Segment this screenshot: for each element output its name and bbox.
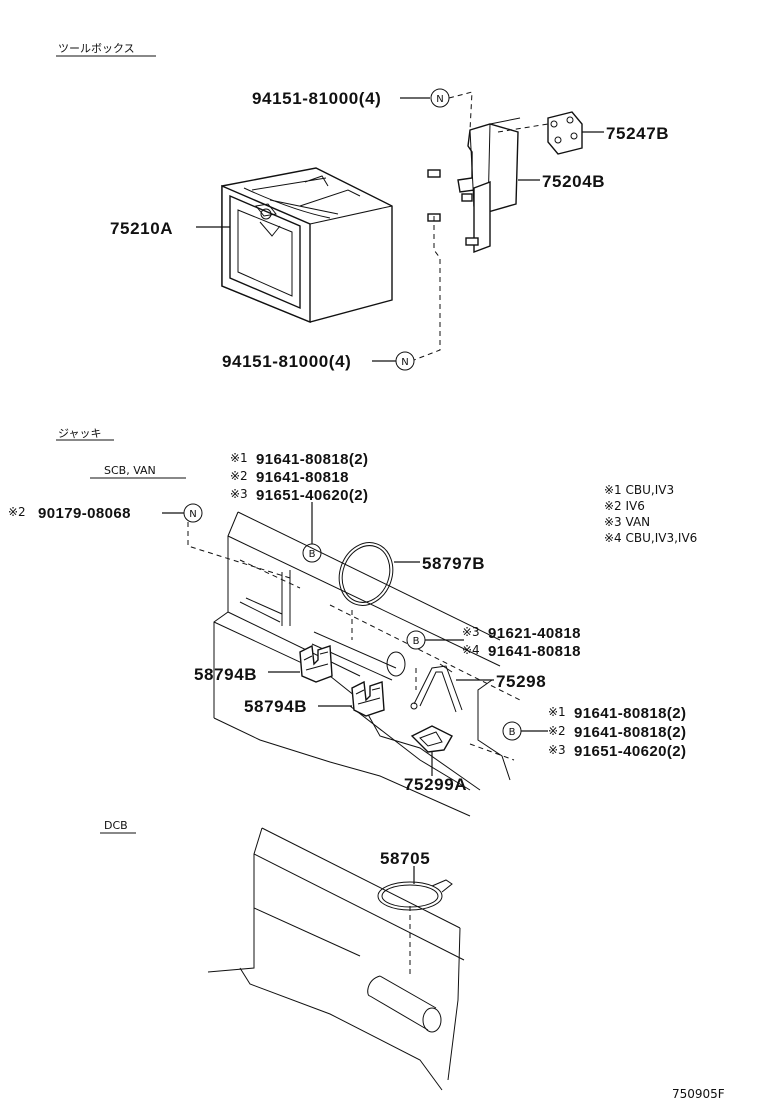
callout-n-top: N xyxy=(430,88,450,108)
svg-text:91641-80818: 91641-80818 xyxy=(256,469,349,486)
svg-text:※2: ※2 xyxy=(230,469,248,483)
label-94151-top: 94151-81000(4) xyxy=(252,89,381,108)
bracket-75298 xyxy=(410,663,463,713)
callout-b-top: B xyxy=(302,543,322,563)
clamp-58794b-2 xyxy=(351,680,385,717)
svg-text:B: B xyxy=(509,727,516,738)
svg-text:91651-40620(2): 91651-40620(2) xyxy=(574,743,686,760)
label-58794b-1: 58794B xyxy=(194,665,257,684)
bracket-75204b xyxy=(427,117,521,254)
label-90179: 90179-08068 xyxy=(38,505,131,522)
diagram-id: 750905F xyxy=(672,1087,725,1101)
ring-58797b xyxy=(338,542,394,606)
plate-75247b xyxy=(547,111,583,155)
subsection-dcb: DCB xyxy=(104,819,128,832)
bolt-stack-top: ※1 91641-80818(2) ※2 91641-80818 ※3 9165… xyxy=(230,451,368,504)
callout-n-jack: N xyxy=(183,503,203,523)
svg-text:91641-80818(2): 91641-80818(2) xyxy=(574,705,686,722)
svg-text:※1: ※1 xyxy=(548,705,566,719)
svg-text:91641-80818(2): 91641-80818(2) xyxy=(256,451,368,468)
svg-text:※1: ※1 xyxy=(230,451,248,465)
subsection-scb-van: SCB, VAN xyxy=(104,464,156,477)
svg-text:※3: ※3 xyxy=(230,487,248,501)
callout-b-mid: B xyxy=(406,630,426,650)
label-75247b: 75247B xyxy=(606,124,669,143)
body-panel-dcb xyxy=(207,827,465,1091)
bolt-stack-mid: ※3 91621-40818 ※4 91641-80818 xyxy=(462,625,581,660)
label-94151-bottom: 94151-81000(4) xyxy=(222,352,351,371)
svg-text:※4: ※4 xyxy=(462,643,480,657)
svg-text:91651-40620(2): 91651-40620(2) xyxy=(256,487,368,504)
callout-b-low: B xyxy=(502,721,522,741)
svg-text:B: B xyxy=(309,549,316,560)
label-75210a: 75210A xyxy=(110,219,173,238)
svg-text:※3: ※3 xyxy=(462,625,480,639)
label-58794b-2: 58794B xyxy=(244,697,307,716)
note-4: ※4 CBU,IV3,IV6 xyxy=(604,531,697,545)
label-90179-mark: ※2 xyxy=(8,505,26,519)
svg-text:※2: ※2 xyxy=(548,724,566,738)
callout-n-bottom: N xyxy=(395,351,415,371)
holder-75299a xyxy=(410,725,453,753)
clamp-58794b-1 xyxy=(299,644,333,683)
label-75204b: 75204B xyxy=(542,172,605,191)
svg-text:N: N xyxy=(401,357,408,368)
label-58705: 58705 xyxy=(380,849,430,868)
label-75298: 75298 xyxy=(496,672,546,691)
svg-text:N: N xyxy=(436,94,443,105)
toolbox-75210a xyxy=(221,167,393,324)
label-58797b: 58797B xyxy=(422,554,485,573)
svg-text:B: B xyxy=(413,636,420,647)
svg-text:※3: ※3 xyxy=(548,743,566,757)
svg-text:91621-40818: 91621-40818 xyxy=(488,625,581,642)
svg-text:91641-80818(2): 91641-80818(2) xyxy=(574,724,686,741)
section-title-toolbox: ツールボックス xyxy=(58,42,135,55)
dash-bottom-bolt xyxy=(413,216,441,361)
svg-text:N: N xyxy=(189,509,196,520)
bolt-stack-low: ※1 91641-80818(2) ※2 91641-80818(2) ※3 9… xyxy=(548,705,686,760)
label-75299a: 75299A xyxy=(404,775,467,794)
dash-top-bolt xyxy=(448,91,473,131)
svg-text:91641-80818: 91641-80818 xyxy=(488,643,581,660)
note-1: ※1 CBU,IV3 xyxy=(604,483,674,497)
section-title-jack: ジャッキ xyxy=(58,427,101,440)
variant-notes: ※1 CBU,IV3 ※2 IV6 ※3 VAN ※4 CBU,IV3,IV6 xyxy=(604,483,697,545)
ring-58705 xyxy=(377,879,453,911)
note-3: ※3 VAN xyxy=(604,515,650,529)
note-2: ※2 IV6 xyxy=(604,499,645,513)
body-panel-jack xyxy=(213,511,521,817)
